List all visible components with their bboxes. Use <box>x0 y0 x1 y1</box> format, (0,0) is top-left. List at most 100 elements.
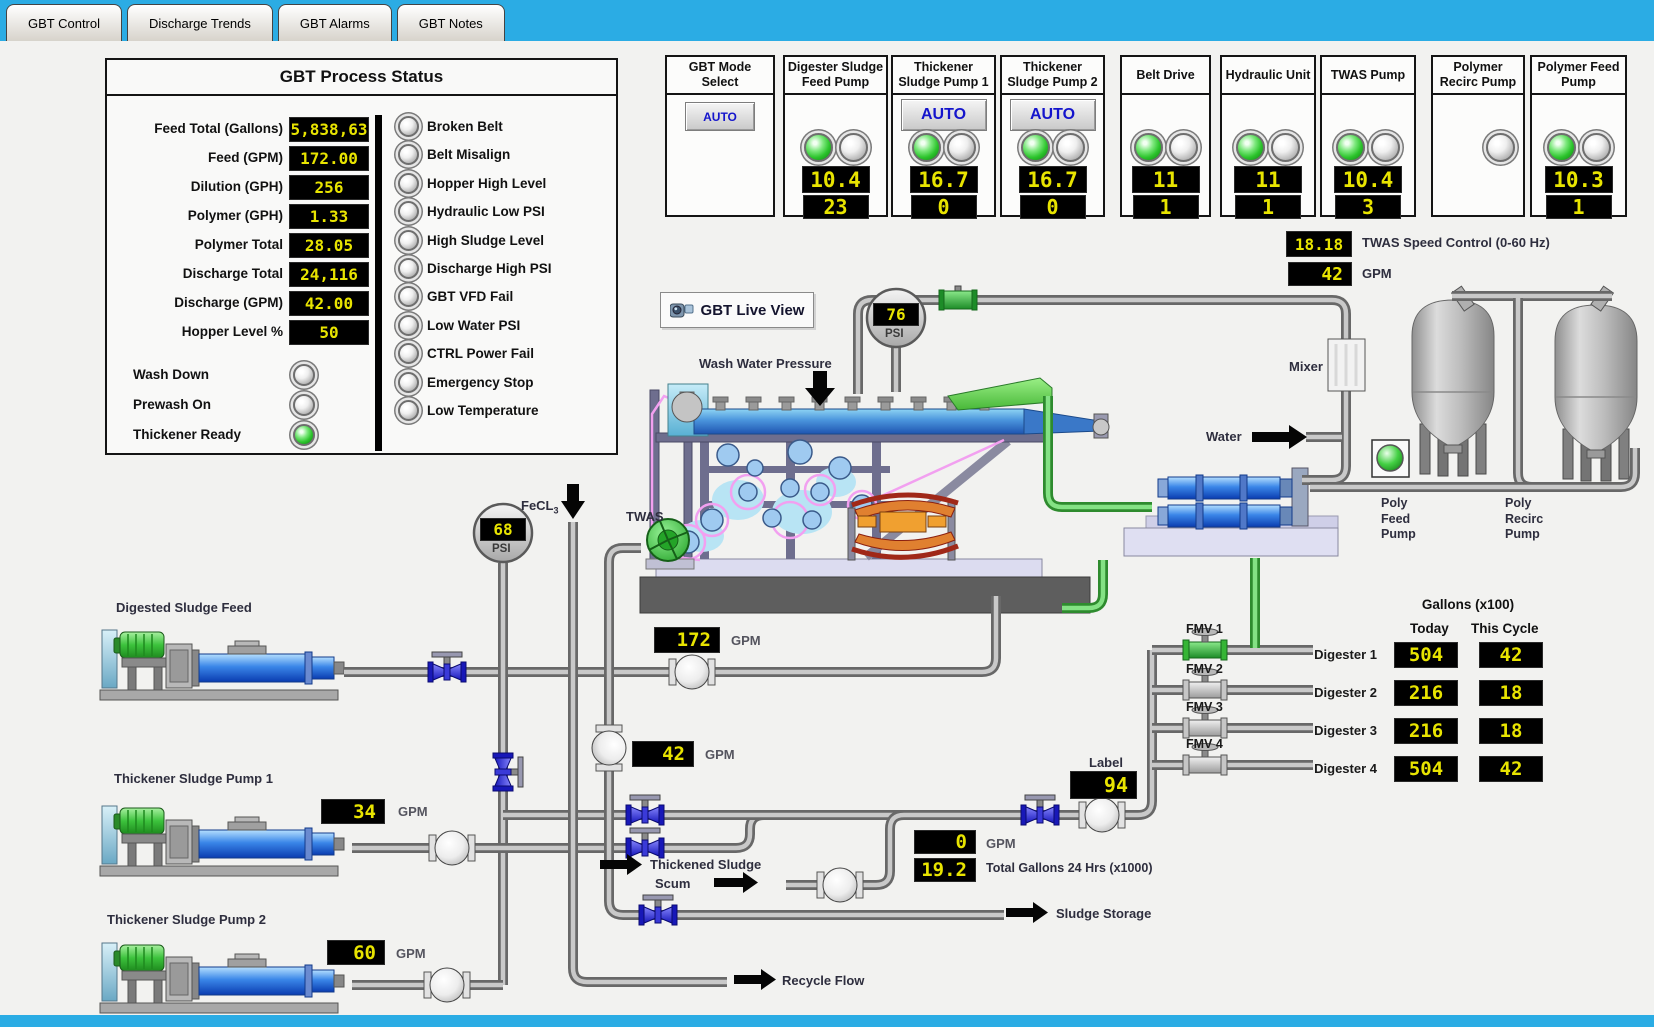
tsp1-gpm-unit: GPM <box>398 804 428 819</box>
feed-gpm-unit: GPM <box>731 633 761 648</box>
sludge-storage-label: Sludge Storage <box>1056 906 1152 921</box>
status-field-value-discharge-gpm: 42.00 <box>289 291 369 316</box>
digester-label-digester-3: Digester 3 <box>1314 723 1377 738</box>
run-led-hydraulic-unit <box>1236 133 1265 162</box>
static-mixer <box>1327 338 1366 392</box>
twas-pump-graphic <box>645 518 695 570</box>
count-display-digester-sludge-feed-pump: 23 <box>802 195 869 219</box>
fecl3-arrow <box>561 484 585 519</box>
count-display-hydraulic-unit: 1 <box>1235 195 1301 219</box>
stop-led-polymer-feed-pump <box>1581 133 1611 162</box>
alarm-label-gbt-vfd-fail: GBT VFD Fail <box>427 289 514 304</box>
twas-label: TWAS <box>626 509 664 524</box>
run-led-belt-drive <box>1133 133 1163 162</box>
fmv-valve-3[interactable] <box>1182 706 1228 739</box>
alarm-label-low-water-psi: Low Water PSI <box>427 318 521 333</box>
status-field-label-polymer-gph: Polymer (GPH) <box>187 208 283 223</box>
alarm-label-hydraulic-low-psi: Hydraulic Low PSI <box>427 204 545 219</box>
sludge-storage-arrow <box>1006 902 1048 923</box>
fmv-valve-4[interactable] <box>1182 743 1228 776</box>
digester-label-digester-4: Digester 4 <box>1314 761 1377 776</box>
thickened-sludge-arrow <box>600 854 642 875</box>
alarm-led-gbt-vfd-fail <box>398 286 419 307</box>
digester-cycle-digester-3: 18 <box>1479 718 1543 744</box>
digester-today-digester-1: 504 <box>1394 642 1458 668</box>
discharge-press-rollers <box>847 492 959 561</box>
recycle-flow-arrow <box>734 969 776 990</box>
alarm-label-hopper-high-level: Hopper High Level <box>427 176 547 191</box>
run-led-twas-pump <box>1336 133 1365 162</box>
status-field-value-polymer-gph: 1.33 <box>289 204 369 229</box>
led-row-digester-sludge-feed-pump <box>785 133 886 162</box>
status-field-label-hopper-level: Hopper Level % <box>181 324 283 339</box>
scum-label: Scum <box>655 876 691 891</box>
alarm-led-discharge-high-psi <box>398 258 419 279</box>
belt-press-machine <box>649 377 1110 562</box>
speed-display-thickener-sludge-pump-2: 16.7 <box>1018 166 1087 193</box>
tab-gbt-alarms[interactable]: GBT Alarms <box>277 4 392 41</box>
auto-button-thickener-sludge-pump-2[interactable]: AUTO <box>1009 99 1096 131</box>
panel-polymer-recirc-pump: Polymer Recirc Pump <box>1431 55 1525 217</box>
poly-feed-pump-label: Poly Feed Pump <box>1381 496 1416 542</box>
manifold-label: Label <box>1089 755 1123 770</box>
manifold-flow-display: 94 <box>1070 771 1137 799</box>
stop-led-polymer-recirc-pump <box>1486 133 1515 162</box>
tsp2-gpm-display: 60 <box>327 940 385 965</box>
indicator-label-thickener-ready: Thickener Ready <box>133 427 242 442</box>
fecl3-label-sub: 3 <box>553 505 559 516</box>
tsp1-gpm-display: 34 <box>321 799 385 824</box>
tab-gbt-notes[interactable]: GBT Notes <box>396 4 505 41</box>
stop-led-twas-pump <box>1371 133 1400 162</box>
speed-display-polymer-feed-pump: 10.3 <box>1544 166 1613 193</box>
status-field-value-hopper-level: 50 <box>289 320 369 345</box>
fecl3-label-text: FeCL <box>521 498 554 513</box>
total-gallons-label: Total Gallons 24 Hrs (x1000) <box>986 861 1153 875</box>
total-gallons-display: 19.2 <box>914 858 976 882</box>
stop-led-thickener-sludge-pump-2 <box>1055 133 1085 162</box>
led-row-twas-pump <box>1322 133 1414 162</box>
status-field-label-dilution-gph: Dilution (GPH) <box>190 179 283 194</box>
count-display-thickener-sludge-pump-2: 0 <box>1019 195 1086 219</box>
digester-label-digester-2: Digester 2 <box>1314 685 1377 700</box>
panel-title-polymer-recirc-pump: Polymer Recirc Pump <box>1433 57 1523 95</box>
gbt-mode-auto-button[interactable]: AUTO <box>685 102 755 131</box>
water-arrow <box>1252 425 1307 449</box>
status-field-label-feed-gpm: Feed (GPM) <box>207 150 283 165</box>
run-led-polymer-feed-pump <box>1546 133 1576 162</box>
count-display-polymer-feed-pump: 1 <box>1545 195 1612 219</box>
fmv-label-fmv-3: FMV 3 <box>1186 700 1223 714</box>
alarm-label-broken-belt: Broken Belt <box>427 119 503 134</box>
led-row-thickener-sludge-pump-1 <box>893 133 994 162</box>
fmv-valve-1[interactable] <box>1182 628 1228 661</box>
panel-title-digester-sludge-feed-pump: Digester Sludge Feed Pump <box>785 57 886 95</box>
auto-button-thickener-sludge-pump-1[interactable]: AUTO <box>900 99 987 131</box>
fmv-valve-2[interactable] <box>1182 668 1228 701</box>
alarm-led-broken-belt <box>398 116 419 137</box>
fmv-label-fmv-2: FMV 2 <box>1186 662 1223 676</box>
digester-today-digester-4: 504 <box>1394 756 1458 782</box>
digester-today-digester-3: 216 <box>1394 718 1458 744</box>
fecl3-pressure-unit: PSI <box>492 543 511 555</box>
alarm-led-hydraulic-low-psi <box>398 201 419 222</box>
fmv-label-fmv-1: FMV 1 <box>1186 622 1223 636</box>
mixer-label: Mixer <box>1289 359 1323 374</box>
camera-icon <box>669 303 694 318</box>
poly-ready-indicator <box>1371 439 1410 478</box>
tab-discharge-trends[interactable]: Discharge Trends <box>127 4 273 41</box>
poly-recirc-pump-label: Poly Recirc Pump <box>1505 496 1544 542</box>
tab-gbt-control[interactable]: GBT Control <box>6 4 123 41</box>
gbt-live-view-button[interactable]: GBT Live View <box>660 292 814 328</box>
speed-display-thickener-sludge-pump-1: 16.7 <box>909 166 978 193</box>
led-row-belt-drive <box>1122 133 1209 162</box>
scum-arrow <box>714 872 758 893</box>
green-pipes <box>1043 396 1260 648</box>
panel-title-polymer-feed-pump: Polymer Feed Pump <box>1532 57 1625 95</box>
twas-speed-label: TWAS Speed Control (0-60 Hz) <box>1362 235 1550 250</box>
alarm-label-ctrl-power-fail: CTRL Power Fail <box>427 346 535 361</box>
